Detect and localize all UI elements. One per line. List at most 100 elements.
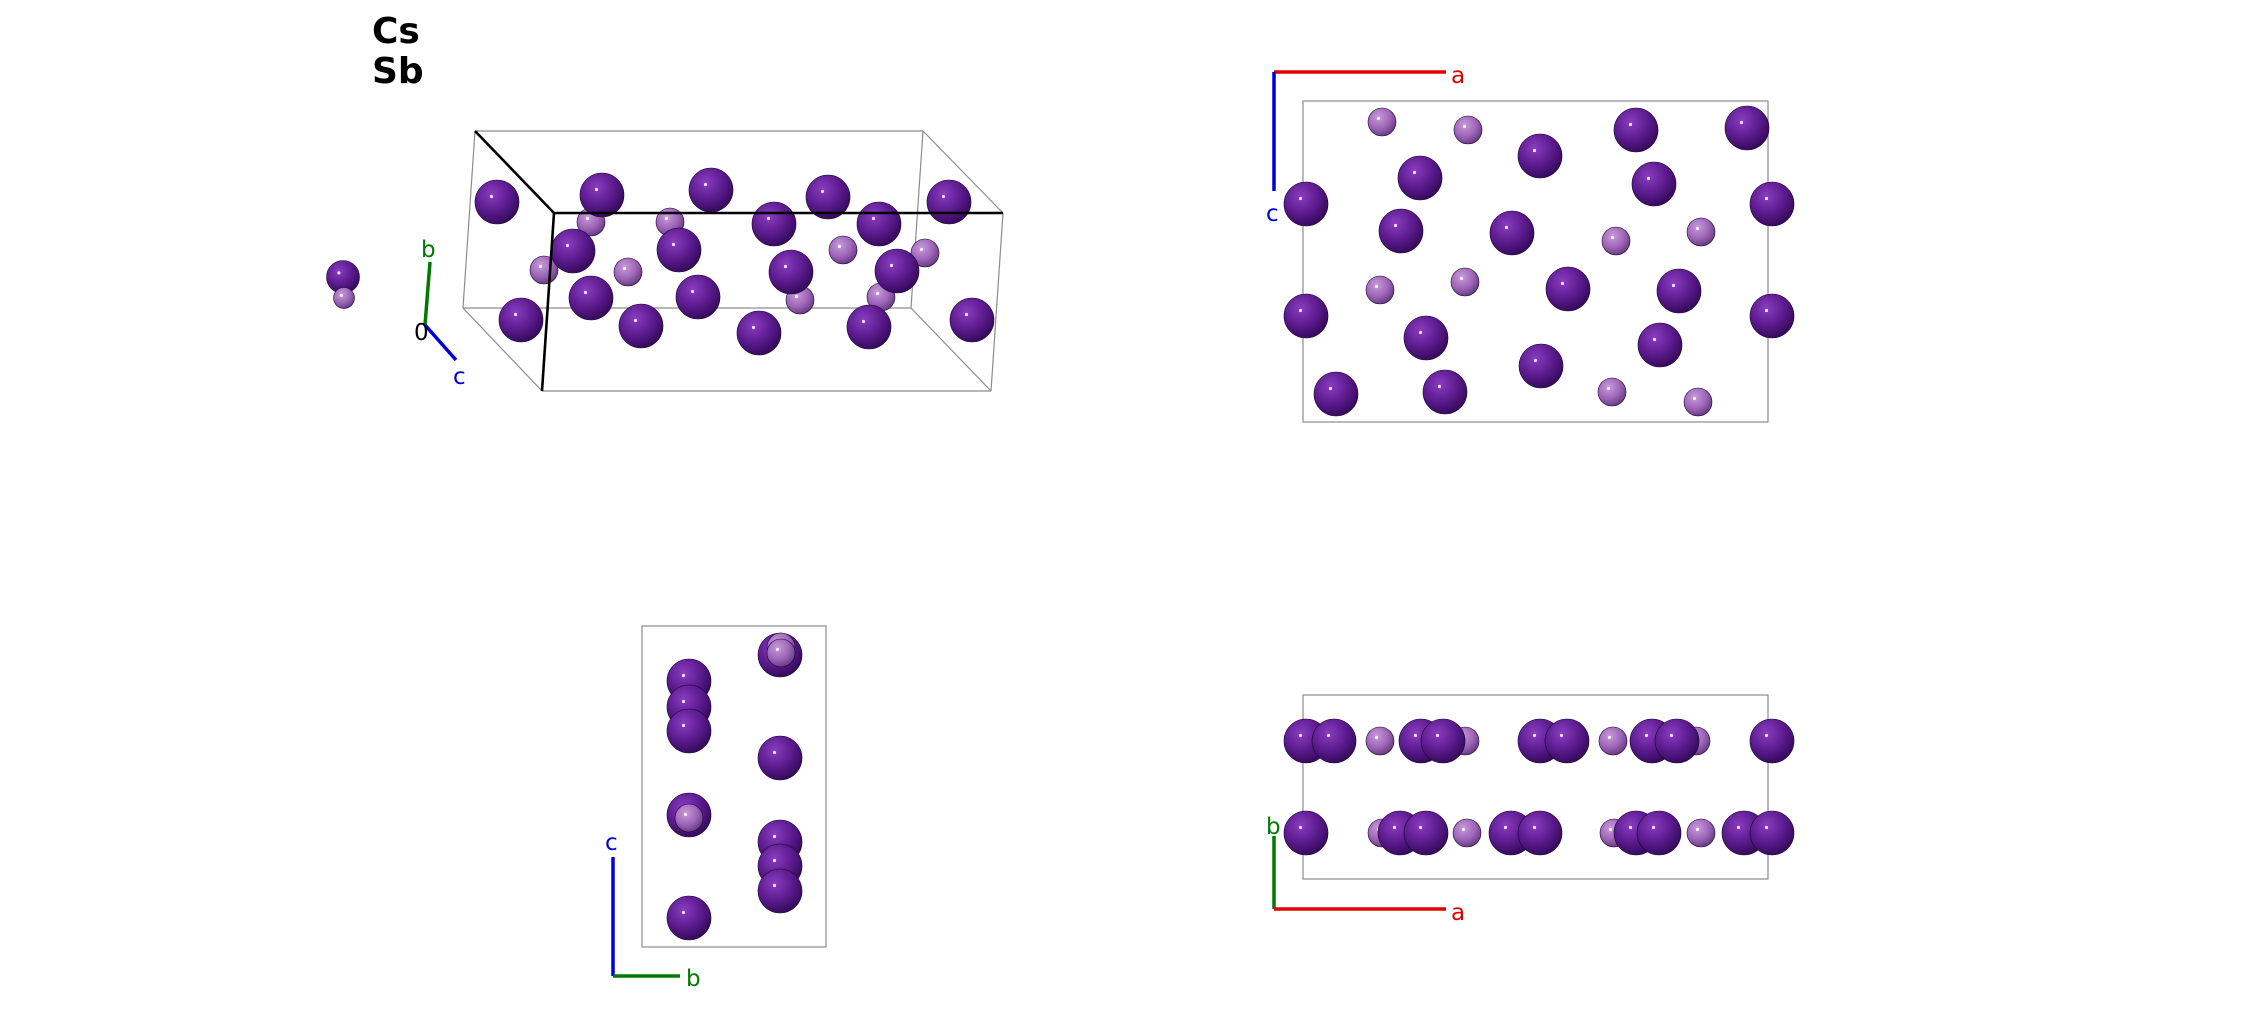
atom-highlight bbox=[1459, 276, 1464, 281]
atom-highlight bbox=[1533, 358, 1538, 363]
perspective-atoms bbox=[474, 167, 995, 356]
atom-highlight bbox=[1669, 733, 1674, 738]
axis-c-label: c bbox=[453, 364, 466, 390]
atom-highlight bbox=[1764, 733, 1769, 738]
atom-highlight bbox=[1532, 733, 1537, 738]
cs-atom bbox=[1311, 718, 1357, 764]
cs-atom bbox=[675, 274, 721, 320]
cs-atom bbox=[1631, 161, 1677, 207]
cs-atom bbox=[874, 248, 920, 294]
sb-atom bbox=[333, 287, 355, 309]
cs-atom bbox=[1283, 810, 1329, 856]
atom-highlight bbox=[1418, 330, 1423, 335]
cs-atom bbox=[1637, 322, 1683, 368]
atom-highlight bbox=[1651, 825, 1656, 830]
atom-highlight bbox=[751, 325, 756, 330]
cs-atom bbox=[1422, 369, 1468, 415]
atom-highlight bbox=[1376, 116, 1381, 121]
cs-atom bbox=[550, 228, 596, 274]
atom-highlight bbox=[964, 312, 969, 317]
atom-highlight bbox=[1560, 281, 1565, 286]
cs-atom bbox=[474, 179, 520, 225]
atom-highlight bbox=[1764, 308, 1769, 313]
atom-highlight bbox=[875, 291, 880, 296]
axis-a-label: a bbox=[1451, 900, 1465, 926]
atom-highlight bbox=[681, 723, 686, 728]
cs-atom bbox=[751, 201, 797, 247]
atom-highlight bbox=[1695, 226, 1700, 231]
cs-atom bbox=[1283, 181, 1329, 227]
sb-atom bbox=[1367, 107, 1397, 137]
atom-highlight bbox=[1559, 733, 1564, 738]
atom-highlight bbox=[1326, 733, 1331, 738]
perspective-axis-triad: b c 0 bbox=[414, 237, 466, 390]
legend-label-cs: Cs bbox=[372, 11, 420, 52]
axis-c-line bbox=[423, 323, 458, 362]
cs-atom bbox=[1517, 133, 1563, 179]
cs-atom bbox=[926, 179, 972, 225]
element-legend: Cs Sb bbox=[372, 11, 424, 92]
sb-atom bbox=[1452, 818, 1482, 848]
atom-highlight bbox=[538, 264, 543, 269]
sb-atom bbox=[766, 638, 796, 668]
atom-highlight bbox=[1692, 396, 1697, 401]
atom-highlight bbox=[683, 812, 688, 817]
top-view-a-c: a c bbox=[1266, 63, 1795, 423]
atom-highlight bbox=[1437, 384, 1442, 389]
atom-highlight bbox=[622, 266, 627, 271]
atom-highlight bbox=[783, 264, 788, 269]
atom-highlight bbox=[1736, 825, 1741, 830]
atom-highlight bbox=[1462, 124, 1467, 129]
cs-atom bbox=[1724, 105, 1770, 151]
cs-atom bbox=[736, 310, 782, 356]
atom-highlight bbox=[1461, 827, 1466, 832]
atom-highlight bbox=[837, 244, 842, 249]
atom-highlight bbox=[861, 319, 866, 324]
front-view-atoms bbox=[1283, 718, 1795, 856]
atom-highlight bbox=[690, 289, 695, 294]
cs-atom bbox=[1545, 266, 1591, 312]
atom-highlight bbox=[794, 294, 799, 299]
cs-atom bbox=[949, 297, 995, 343]
front-view-cell bbox=[1302, 694, 1769, 880]
cs-atom bbox=[618, 303, 664, 349]
atom-highlight bbox=[1610, 235, 1615, 240]
sb-atom bbox=[1450, 267, 1480, 297]
atom-highlight bbox=[1418, 825, 1423, 830]
axis-b-label: b bbox=[1266, 814, 1281, 840]
sb-atom bbox=[828, 235, 858, 265]
sb-atom bbox=[1683, 387, 1713, 417]
legend-label-sb: Sb bbox=[372, 51, 424, 92]
cs-atom bbox=[656, 227, 702, 273]
atom-highlight bbox=[1392, 825, 1397, 830]
axis-a-label: a bbox=[1451, 63, 1465, 89]
atom-highlight bbox=[919, 247, 924, 252]
atom-highlight bbox=[871, 216, 876, 221]
atom-highlight bbox=[594, 187, 599, 192]
atom-highlight bbox=[489, 194, 494, 199]
atom-highlight bbox=[1671, 283, 1676, 288]
cs-atom bbox=[688, 167, 734, 213]
cs-atom bbox=[1517, 810, 1563, 856]
sb-atom bbox=[613, 257, 643, 287]
cs-atom bbox=[768, 249, 814, 295]
cs-atom bbox=[1313, 371, 1359, 417]
cs-atom bbox=[1613, 107, 1659, 153]
cs-atom bbox=[846, 304, 892, 350]
atom-highlight bbox=[1739, 120, 1744, 125]
cs-atom bbox=[1397, 155, 1443, 201]
atom-highlight bbox=[775, 647, 780, 652]
front-view-axis-triad: b a bbox=[1266, 814, 1465, 926]
cs-atom bbox=[1403, 810, 1449, 856]
atom-highlight bbox=[1328, 386, 1333, 391]
atom-highlight bbox=[1393, 223, 1398, 228]
axis-c-label: c bbox=[605, 830, 618, 856]
atom-highlight bbox=[1695, 827, 1700, 832]
sb-atom bbox=[1365, 275, 1395, 305]
atom-highlight bbox=[1435, 733, 1440, 738]
atom-highlight bbox=[1298, 196, 1303, 201]
atom-highlight bbox=[1646, 176, 1651, 181]
cs-atom bbox=[1420, 718, 1466, 764]
cs-atom bbox=[805, 174, 851, 220]
perspective-edge-atoms bbox=[326, 260, 360, 309]
